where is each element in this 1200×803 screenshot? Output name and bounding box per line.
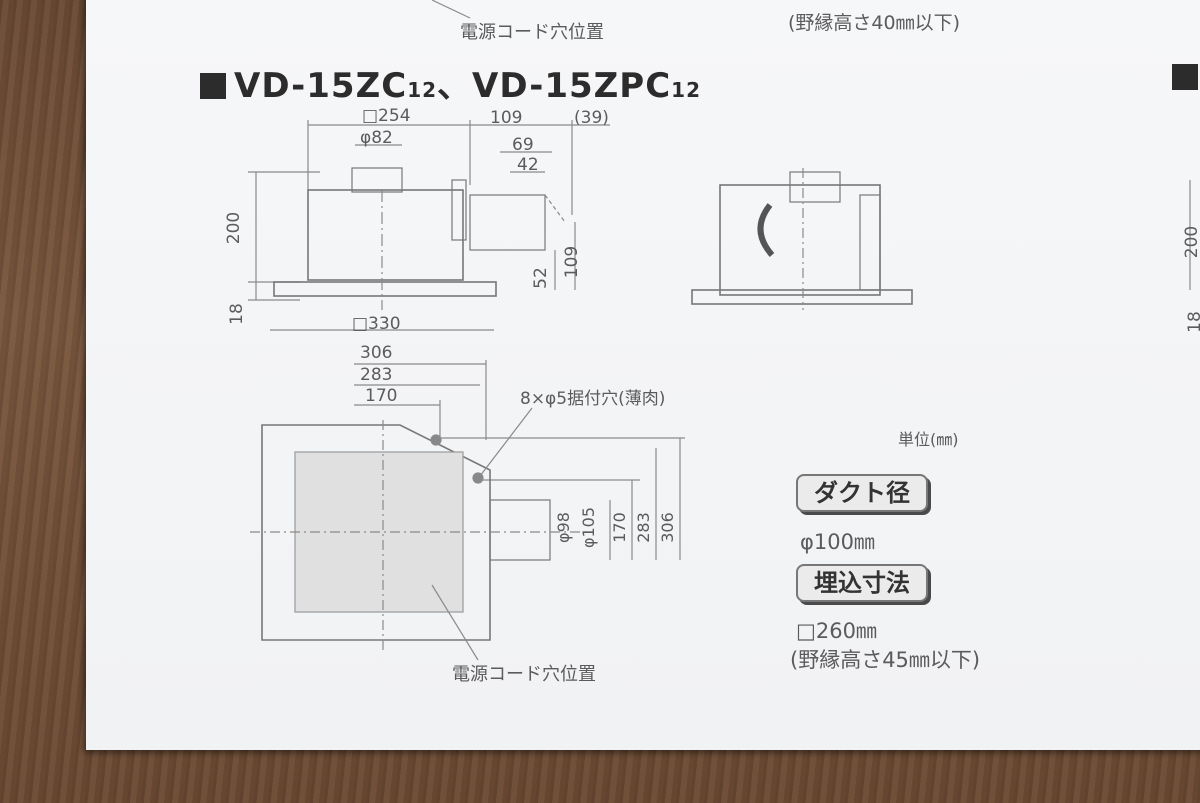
model-b: VD-15ZPC xyxy=(472,66,672,106)
top-cord-hole-label: 電源コード穴位置 xyxy=(460,22,604,43)
right-dim-h18: 18 xyxy=(1184,311,1200,333)
dim-h109: 109 xyxy=(562,245,583,279)
right-title-bullet-square xyxy=(1172,64,1198,90)
dim-42: 42 xyxy=(517,155,539,175)
duct-diameter-badge: ダクト径 xyxy=(796,474,928,512)
model-a-suffix: 12 xyxy=(407,78,438,102)
dim-h18: 18 xyxy=(226,303,247,325)
unit-label: 単位(㎜) xyxy=(898,430,959,449)
model-a: VD-15ZC xyxy=(234,66,408,106)
top-ceiling-note: (野縁高さ40㎜以下) xyxy=(788,12,961,34)
dim-phi82: φ82 xyxy=(360,128,393,148)
dim-170: 170 xyxy=(365,386,398,406)
model-title: VD-15ZC12、VD-15ZPC12 xyxy=(200,58,701,107)
dim-v306: 306 xyxy=(657,512,677,543)
model-b-suffix: 12 xyxy=(671,78,702,102)
dim-306: 306 xyxy=(360,343,393,363)
spec-sheet-paper xyxy=(86,0,1200,750)
dim-h52: 52 xyxy=(530,267,551,289)
right-dim-h200: 200 xyxy=(1182,225,1200,259)
dim-v283: 283 xyxy=(633,512,653,543)
dim-width-254: □254 xyxy=(362,106,411,126)
dim-h200: 200 xyxy=(224,211,245,245)
dim-phi105: φ105 xyxy=(579,506,599,549)
dim-v170: 170 xyxy=(609,512,629,543)
dim-283: 283 xyxy=(360,365,393,385)
dim-39: (39) xyxy=(574,108,609,128)
title-bullet-square xyxy=(200,73,226,99)
dim-base330: □330 xyxy=(352,314,401,334)
title-separator: 、 xyxy=(437,66,473,106)
mount-hole-label: 8×φ5据付穴(薄肉) xyxy=(520,389,666,409)
embed-size-badge: 埋込寸法 xyxy=(796,564,928,602)
cord-hole-label: 電源コード穴位置 xyxy=(452,664,596,685)
duct-diameter-value: φ100㎜ xyxy=(800,530,875,554)
embed-size-value: □260㎜ xyxy=(796,619,877,643)
embed-size-note: (野縁高さ45㎜以下) xyxy=(790,648,981,672)
dim-69: 69 xyxy=(512,135,534,155)
dim-phi98: φ98 xyxy=(553,512,573,543)
dim-109: 109 xyxy=(490,108,523,128)
